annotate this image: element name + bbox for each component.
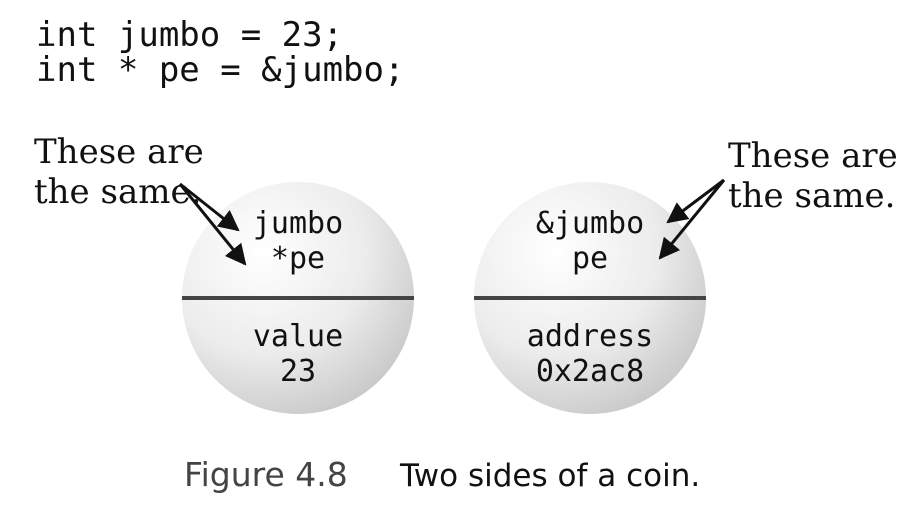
- right-coin-top-line-2: pe: [572, 241, 608, 276]
- right-arrow-upper: [666, 178, 725, 224]
- left-note-line-1: These are: [34, 132, 204, 172]
- right-note-line-1: These are: [728, 136, 898, 176]
- left-arrow-lower: [178, 183, 247, 266]
- right-coin-bottom-line-1: address: [527, 319, 653, 354]
- right-note-line-2: the same.: [728, 176, 895, 216]
- left-coin-top-line-2: *pe: [271, 241, 325, 276]
- right-coin-top-line-1: &jumbo: [536, 206, 644, 241]
- right-coin: &jumbo pe address 0x2ac8: [474, 182, 706, 414]
- code-line-2: int * pe = &jumbo;: [36, 50, 404, 90]
- code-line-1: int jumbo = 23;: [36, 15, 343, 55]
- left-arrow-upper: [179, 182, 240, 232]
- caption-text: Two sides of a coin.: [399, 458, 700, 494]
- left-coin-top-line-1: jumbo: [253, 206, 343, 241]
- left-note-line-2: the same.: [34, 172, 201, 212]
- right-coin-bottom-line-2: 0x2ac8: [536, 354, 644, 389]
- left-coin-bottom-line-1: value: [253, 319, 343, 354]
- right-arrow-lower: [658, 179, 726, 260]
- left-coin-bottom-line-2: 23: [280, 354, 316, 389]
- caption-figure-number: Figure 4.8: [184, 455, 348, 494]
- left-coin: jumbo *pe value 23: [182, 182, 414, 414]
